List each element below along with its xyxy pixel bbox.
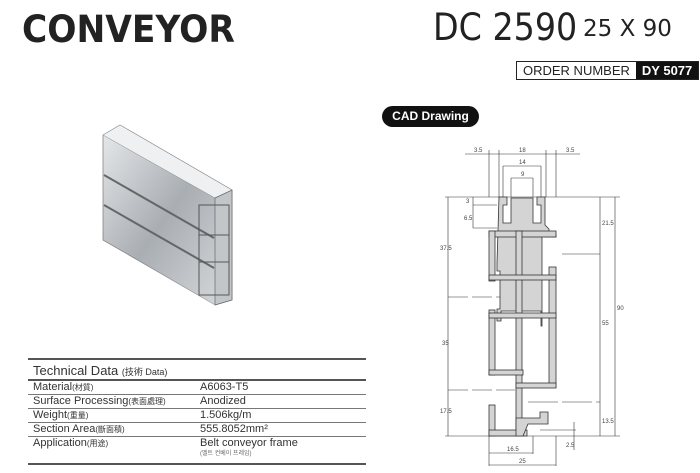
table-row: Surface Processing(表面處理) Anodized xyxy=(28,395,366,409)
table-row: Weight(重量) 1.506kg/m xyxy=(28,409,366,423)
dim-slot-inner: 9 xyxy=(521,172,525,178)
profile-size: 25 X 90 xyxy=(583,16,672,42)
dim-top-left: 3.5 xyxy=(474,148,483,154)
dim-right-c: 13.5 xyxy=(602,419,614,425)
row-value: Belt conveyor frame xyxy=(200,437,298,449)
row-key-sub: (表面處理) xyxy=(128,397,166,406)
row-value: 1.506kg/m xyxy=(200,409,252,421)
row-value-sub: (벨트 컨베이 프레임) xyxy=(200,451,252,457)
page-title: CONVEYOR xyxy=(22,8,235,51)
dim-right-b: 55 xyxy=(602,321,609,327)
order-number-label: ORDER NUMBER xyxy=(517,62,636,79)
row-key: Material xyxy=(33,381,73,393)
row-key: Weight xyxy=(33,409,68,421)
row-key: Application xyxy=(33,437,87,449)
technical-data-table: Technical Data (技術 Data) Material(材質) A60… xyxy=(28,358,366,465)
model-number: DC 2590 xyxy=(433,6,578,49)
table-row: Section Area(斷面積) 555.8052mm² xyxy=(28,423,366,437)
row-value: 555.8052mm² xyxy=(200,423,268,435)
row-key-sub: (用途) xyxy=(86,439,109,448)
order-number-box: ORDER NUMBER DY 5077 xyxy=(516,61,700,80)
technical-data-title-sub: (技術 Data) xyxy=(121,367,168,377)
dim-top-right: 3.5 xyxy=(566,148,575,154)
cad-drawing-badge: CAD Drawing xyxy=(382,106,479,127)
technical-data-header: Technical Data (技術 Data) xyxy=(28,358,366,381)
technical-data-title: Technical Data xyxy=(33,363,119,378)
dim-slot-outer: 14 xyxy=(519,160,526,166)
row-key-sub: (材質) xyxy=(72,383,94,392)
dim-bottom-total: 25 xyxy=(519,459,526,465)
dim-right-total: 90 xyxy=(617,306,624,312)
row-value: Anodized xyxy=(200,395,246,407)
order-number-value: DY 5077 xyxy=(635,62,699,79)
row-key-sub: (重量) xyxy=(67,411,89,420)
dim-left-small2: 6.5 xyxy=(464,216,473,222)
dim-left-b: 35 xyxy=(442,341,449,347)
dim-right-a: 21.5 xyxy=(602,221,614,227)
dim-left-a: 37.5 xyxy=(440,246,452,252)
row-key: Section Area xyxy=(33,423,96,435)
dim-bottom-a: 16.5 xyxy=(507,447,519,453)
dim-bottom-small: 2.5 xyxy=(566,443,575,449)
dim-top-mid: 18 xyxy=(519,148,526,154)
row-key-sub: (斷面積) xyxy=(95,425,125,434)
dim-left-small1: 3 xyxy=(466,199,470,205)
dim-left-c: 17.5 xyxy=(440,409,452,415)
row-key: Surface Processing xyxy=(33,395,129,407)
table-row: Application(用途) Belt conveyor frame (벨트 컨베… xyxy=(28,437,366,465)
table-row: Material(材質) A6063-T5 xyxy=(28,381,366,395)
row-value: A6063-T5 xyxy=(200,381,249,393)
